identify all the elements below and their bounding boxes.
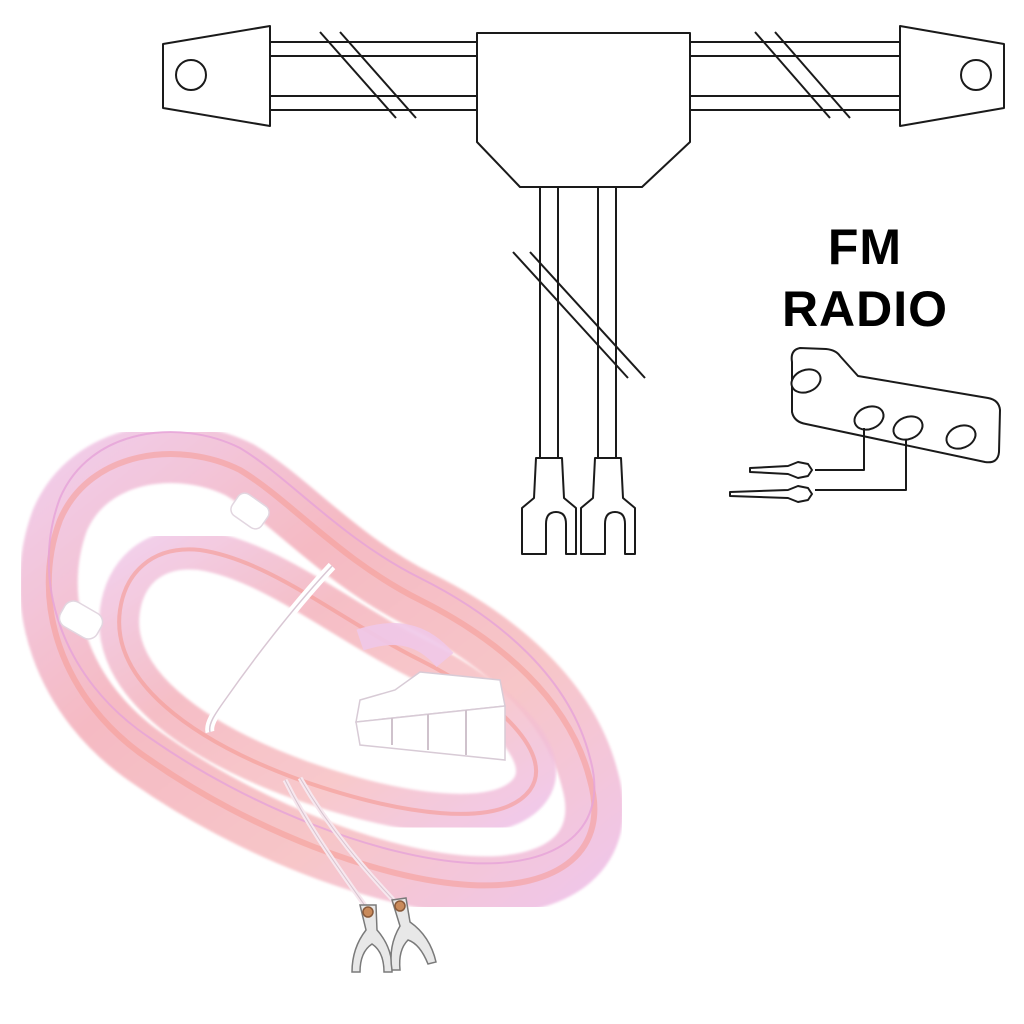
receiver-terminal-panel-icon xyxy=(729,347,1001,503)
cable-spade-lugs xyxy=(351,897,437,973)
antenna-left-arm xyxy=(267,31,481,119)
cable-clip xyxy=(230,492,270,530)
antenna-spade-terminals xyxy=(521,457,636,555)
cable-leads xyxy=(282,776,400,912)
cable-connector-block xyxy=(355,671,506,761)
antenna-left-end-tab xyxy=(162,25,271,127)
fm-dipole-antenna-icon xyxy=(162,25,1005,555)
antenna-feed-line xyxy=(512,186,646,463)
antenna-center-hub xyxy=(476,32,691,188)
terminal-screws xyxy=(790,368,977,450)
radio-label: RADIO xyxy=(781,281,949,337)
fm-label: FM xyxy=(827,219,903,275)
terminal-leads xyxy=(815,428,907,491)
antenna-right-end-tab xyxy=(899,25,1005,127)
coiled-ribbon-cable-icon xyxy=(19,425,624,973)
antenna-right-arm xyxy=(687,31,903,119)
terminal-lugs xyxy=(729,461,813,503)
cable-clip xyxy=(58,600,104,640)
